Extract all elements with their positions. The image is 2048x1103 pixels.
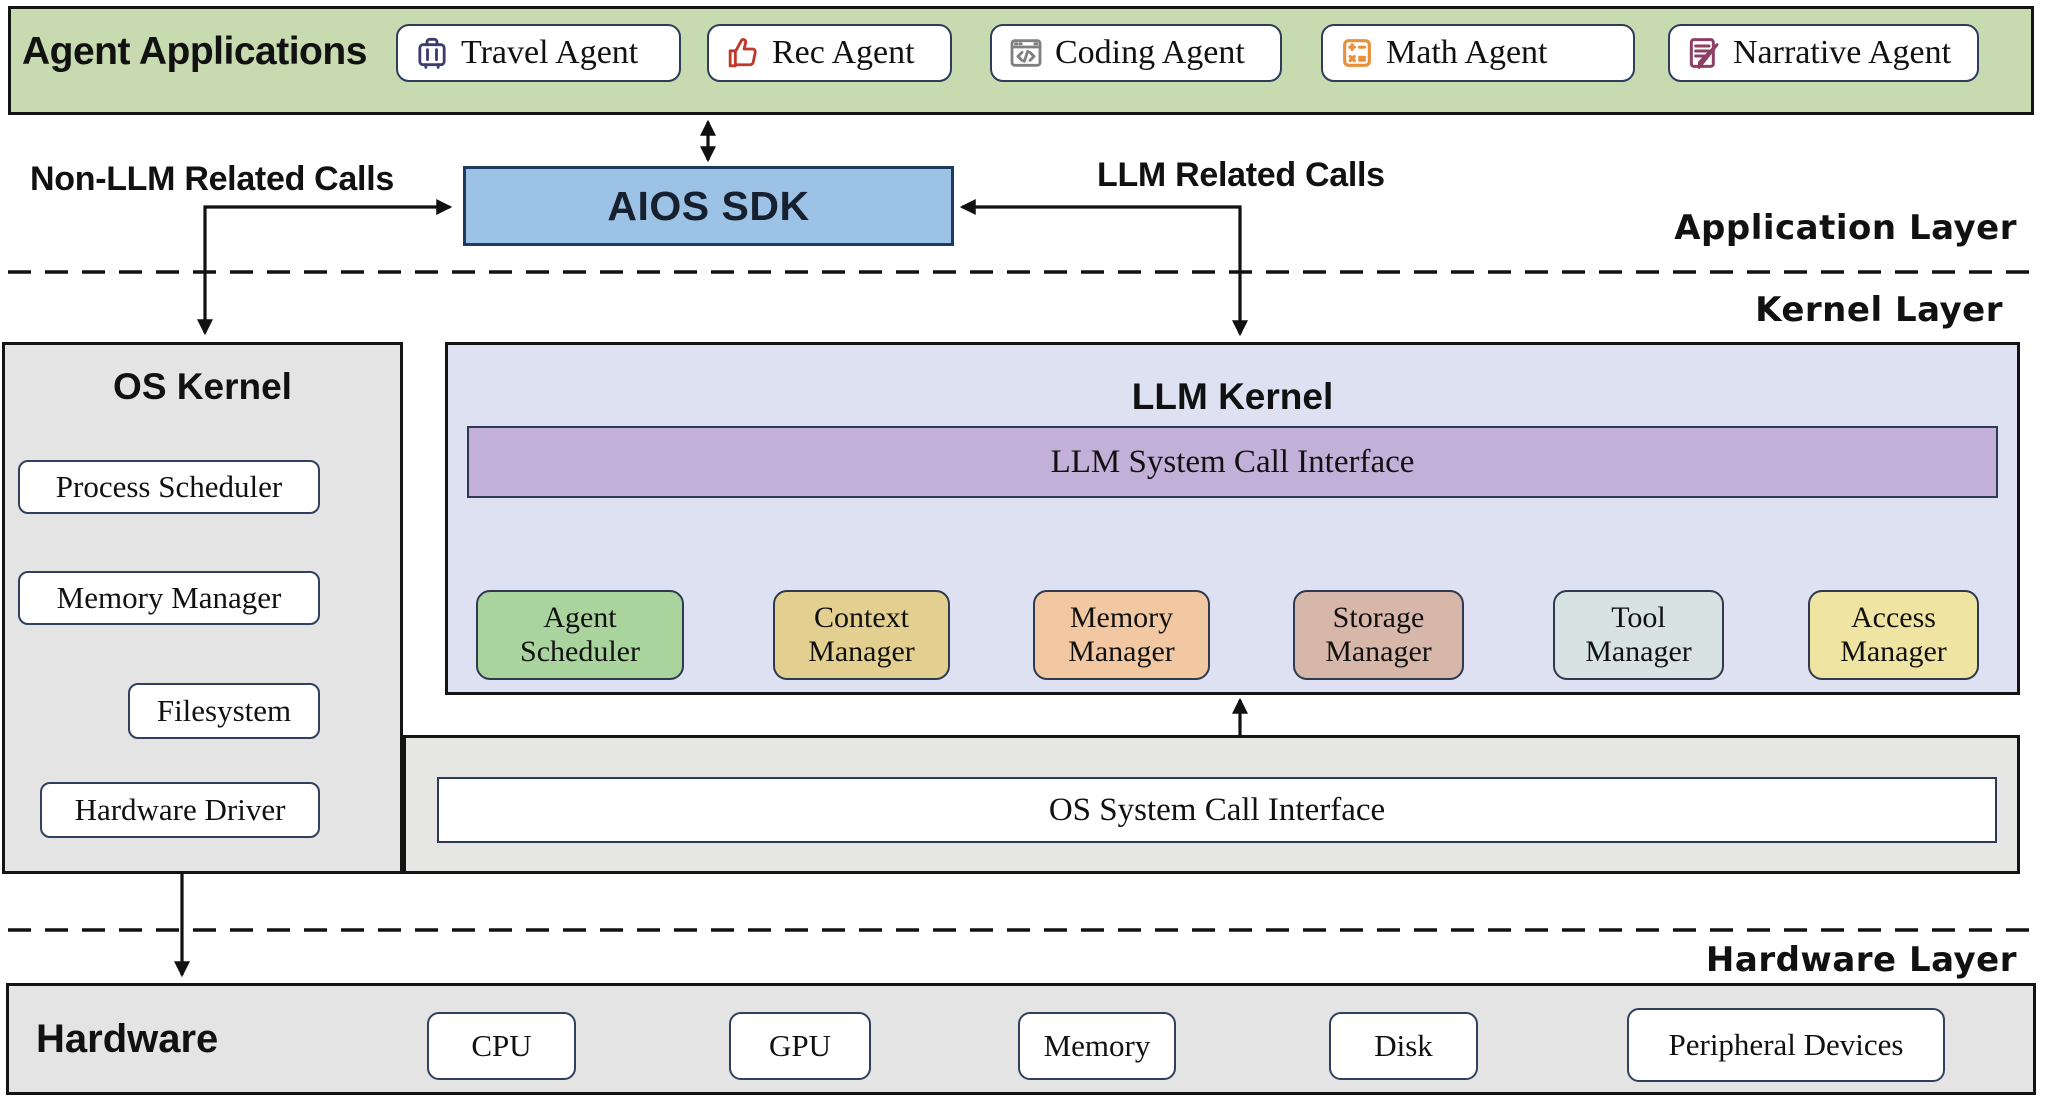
rec-agent-button: Rec Agent <box>707 24 952 82</box>
access-manager-box: Access Manager <box>1808 590 1979 680</box>
application-layer-label: Application Layer <box>1674 208 2017 248</box>
agent-button-label: Rec Agent <box>772 34 915 71</box>
cpu-box: CPU <box>427 1012 576 1080</box>
memory-box: Memory <box>1018 1012 1176 1080</box>
arrow-llm-calls <box>959 199 1248 337</box>
agent-button-label: Travel Agent <box>461 34 639 71</box>
hardware-driver-box: Hardware Driver <box>40 782 320 838</box>
os-system-call-interface: OS System Call Interface <box>437 777 1997 843</box>
calculator-icon <box>1343 39 1371 67</box>
math-agent-button: Math Agent <box>1321 24 1635 82</box>
arrow-nonllm-calls <box>197 199 453 336</box>
travel-agent-button: Travel Agent <box>396 24 681 82</box>
storage-manager-box: Storage Manager <box>1293 590 1464 680</box>
agent-applications-title: Agent Applications <box>22 29 367 73</box>
filesystem-box: Filesystem <box>128 683 320 739</box>
thumbs-up-icon <box>728 38 757 68</box>
aios-sdk-box: AIOS SDK <box>463 166 954 246</box>
llm-kernel-title: LLM Kernel <box>1131 376 1334 417</box>
agent-button-label: Narrative Agent <box>1733 34 1952 71</box>
kernel-layer-label: Kernel Layer <box>1755 290 2003 330</box>
peripheral-devices-box: Peripheral Devices <box>1627 1008 1945 1082</box>
memory-manager-os-box: Memory Manager <box>18 571 320 625</box>
llm-calls-label: LLM Related Calls <box>1097 156 1385 194</box>
narrative-agent-button: Narrative Agent <box>1668 24 1979 82</box>
hardware-title: Hardware <box>36 1016 219 1061</box>
process-scheduler-box: Process Scheduler <box>18 460 320 514</box>
os-kernel-title: OS Kernel <box>113 366 292 407</box>
context-manager-box: Context Manager <box>773 590 950 680</box>
disk-box: Disk <box>1329 1012 1478 1080</box>
llm-system-call-interface: LLM System Call Interface <box>467 426 1998 498</box>
agent-button-label: Coding Agent <box>1055 34 1245 71</box>
code-window-icon <box>1010 39 1042 67</box>
suitcase-icon <box>418 37 446 69</box>
tool-manager-box: Tool Manager <box>1553 590 1724 680</box>
agent-button-label: Math Agent <box>1386 34 1548 71</box>
gpu-box: GPU <box>729 1012 871 1080</box>
document-pen-icon <box>1689 38 1719 69</box>
non-llm-calls-label: Non-LLM Related Calls <box>30 160 394 198</box>
llm-kernel-box <box>445 342 2020 695</box>
hardware-layer-label: Hardware Layer <box>1705 940 2017 980</box>
coding-agent-button: Coding Agent <box>990 24 1282 82</box>
memory-manager-box: Memory Manager <box>1033 590 1210 680</box>
agent-scheduler-box: Agent Scheduler <box>476 590 684 680</box>
